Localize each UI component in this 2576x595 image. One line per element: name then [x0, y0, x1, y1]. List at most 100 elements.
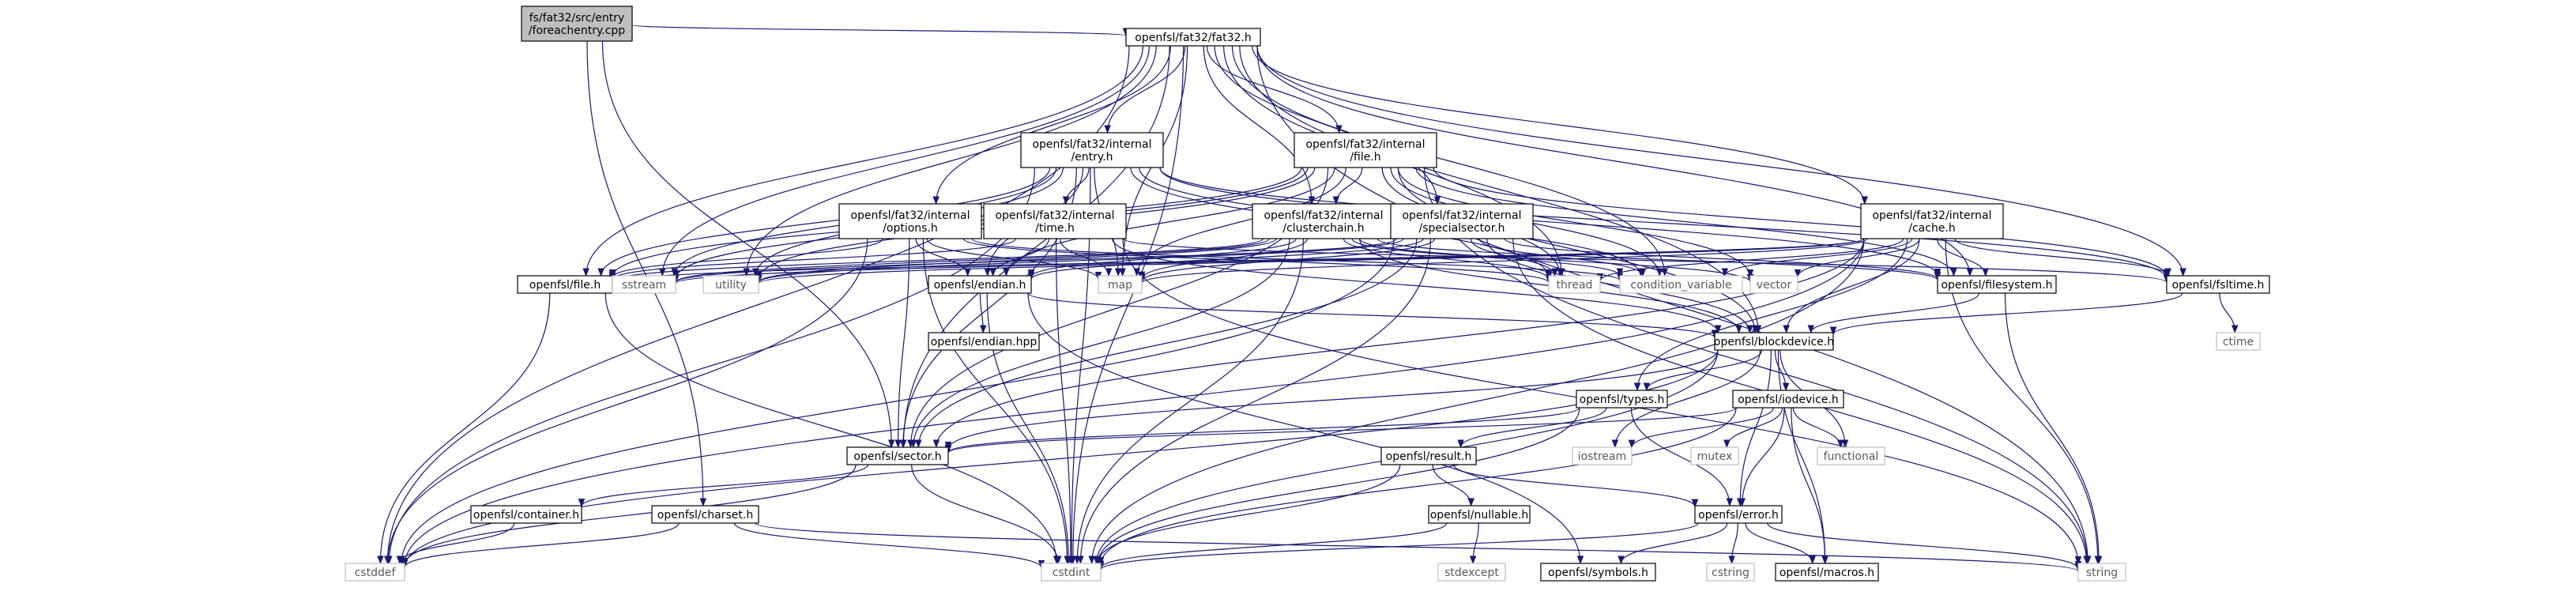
- node-endianhpp-label-0: openfsl/endian.hpp: [931, 336, 1038, 348]
- node-filesystem[interactable]: openfsl/filesystem.h: [1937, 275, 2057, 294]
- node-fat32[interactable]: openfsl/fat32/fat32.h: [1125, 28, 1261, 47]
- node-options[interactable]: openfsl/fat32/internal/options.h: [838, 203, 982, 239]
- edge-fsltime-to-blockdev: [1829, 292, 2183, 336]
- edge-charset-to-cstddef: [401, 522, 680, 569]
- edge-time-to-blockdev: [1112, 238, 1722, 334]
- node-special[interactable]: openfsl/fat32/internal/specialsector.h: [1390, 203, 1534, 239]
- edge-special-to-sector: [915, 238, 1418, 449]
- node-iodevice[interactable]: openfsl/iodevice.h: [1732, 390, 1844, 409]
- edge-blockdev-to-iostream: [1611, 349, 1761, 449]
- node-thread-label-0: thread: [1557, 279, 1593, 292]
- node-fsltime-box: [2166, 275, 2270, 294]
- edge-error-to-macros: [1745, 522, 1816, 565]
- edge-cchain-to-utility: [755, 238, 1277, 284]
- node-types[interactable]: openfsl/types.h: [1576, 390, 1668, 409]
- node-special-label-0: openfsl/fat32/internal: [1402, 209, 1521, 222]
- edge-cache-to-types: [1633, 238, 1908, 392]
- node-blockdev[interactable]: openfsl/blockdevice.h: [1714, 332, 1834, 351]
- node-nullable-box: [1428, 505, 1531, 524]
- node-ctime: ctime: [2216, 332, 2261, 351]
- edge-special-to-endian: [1027, 238, 1424, 281]
- node-cache-label-0: openfsl/fat32/internal: [1872, 209, 1991, 222]
- edge-error-to-string: [1767, 522, 2082, 570]
- edge-cache-to-cstdint: [1088, 238, 1865, 565]
- edge-types-to-cstdint: [1094, 407, 1580, 565]
- node-container-label-0: openfsl/container.h: [473, 509, 579, 522]
- edge-endian-to-endianhpp: [979, 292, 987, 334]
- node-ctime-box: [2216, 332, 2261, 351]
- node-cache-label-1: /cache.h: [1908, 222, 1956, 235]
- edge-time-to-cstdint: [1056, 238, 1075, 565]
- edge-blockdev-to-macros: [1777, 349, 1828, 565]
- node-root[interactable]: fs/fat32/src/entry/foreachentry.cpp: [521, 6, 633, 42]
- edge-fat32-to-cchain: [1203, 45, 1316, 205]
- edge-iodevice-to-iostream: [1628, 407, 1774, 449]
- edge-iodevice-to-functional: [1792, 407, 1844, 449]
- node-symbols[interactable]: openfsl/symbols.h: [1540, 563, 1656, 582]
- edge-iodevice-to-sector: [945, 407, 1737, 454]
- edge-cache-to-cstddef: [401, 238, 1865, 567]
- node-stdexcept-label-0: stdexcept: [1444, 567, 1499, 579]
- node-charset[interactable]: openfsl/charset.h: [651, 505, 759, 524]
- edge-special-to-cstdint: [1077, 238, 1431, 565]
- node-condvar: condition_variable: [1619, 275, 1743, 294]
- node-mutex-box: [1690, 446, 1739, 465]
- node-cchain[interactable]: openfsl/fat32/internal/clusterchain.h: [1252, 203, 1395, 239]
- node-sstream-label-0: sstream: [622, 279, 666, 292]
- edge-cchain-to-sector: [910, 238, 1290, 449]
- node-map-box: [1098, 275, 1143, 294]
- node-fsltime-label-0: openfsl/fsltime.h: [2172, 279, 2265, 292]
- node-fat32-label-0: openfsl/fat32/fat32.h: [1135, 32, 1251, 44]
- node-endian[interactable]: openfsl/endian.h: [928, 275, 1032, 294]
- node-ifile[interactable]: openfsl/fat32/internal/file.h: [1294, 132, 1437, 168]
- edge-fat32-to-options: [932, 45, 1171, 205]
- node-types-box: [1576, 390, 1668, 409]
- node-fsltime[interactable]: openfsl/fsltime.h: [2166, 275, 2270, 294]
- node-string-box: [2077, 563, 2126, 582]
- node-time-box: [983, 203, 1127, 239]
- node-entry[interactable]: openfsl/fat32/internal/entry.h: [1020, 132, 1164, 168]
- node-special-box: [1390, 203, 1534, 239]
- node-nullable[interactable]: openfsl/nullable.h: [1428, 505, 1531, 524]
- node-sector[interactable]: openfsl/sector.h: [846, 446, 949, 465]
- node-endianhpp[interactable]: openfsl/endian.hpp: [928, 332, 1040, 351]
- edge-ifile-to-string: [1424, 167, 2091, 565]
- node-result-box: [1380, 446, 1477, 465]
- node-ifile-label-0: openfsl/fat32/internal: [1305, 138, 1425, 151]
- edge-entry-to-filesystem: [1159, 167, 1941, 277]
- edge-blockdev-to-cstddef: [401, 349, 1719, 568]
- node-map: map: [1098, 275, 1143, 294]
- node-file[interactable]: openfsl/file.h: [517, 275, 613, 294]
- node-filesystem-box: [1937, 275, 2057, 294]
- node-blockdev-label-0: openfsl/blockdevice.h: [1714, 336, 1834, 348]
- edge-cache-to-thread: [1596, 238, 1904, 282]
- node-cache[interactable]: openfsl/fat32/internal/cache.h: [1860, 203, 2004, 239]
- node-cstdint-box: [1041, 563, 1102, 582]
- node-result[interactable]: openfsl/result.h: [1380, 446, 1477, 465]
- edge-cache-to-vector: [1794, 238, 1920, 278]
- edge-blockdev-to-sector: [944, 349, 1719, 450]
- edge-cchain-to-filesystem: [1377, 238, 1941, 281]
- node-nullable-label-0: openfsl/nullable.h: [1430, 509, 1529, 522]
- edge-nullable-to-cstdint: [1097, 522, 1448, 570]
- node-condvar-label-0: condition_variable: [1630, 279, 1731, 292]
- edge-entry-to-cstddef: [386, 167, 1035, 565]
- node-sstream-box: [612, 275, 676, 294]
- node-error[interactable]: openfsl/error.h: [1694, 505, 1783, 524]
- edge-fsltime-to-ctime: [2219, 292, 2239, 334]
- node-functional: functional: [1817, 446, 1885, 465]
- node-time[interactable]: openfsl/fat32/internal/time.h: [983, 203, 1127, 239]
- edge-special-to-filesystem: [1504, 238, 1941, 281]
- node-cstddef-label-0: cstddef: [355, 567, 397, 579]
- edge-blockdev-to-types: [1643, 349, 1763, 392]
- edge-types-to-error: [1630, 407, 1734, 507]
- node-utility-box: [702, 275, 759, 294]
- node-container[interactable]: openfsl/container.h: [470, 505, 582, 524]
- edge-endian-to-blockdev: [1027, 292, 1719, 339]
- node-sstream: sstream: [612, 275, 676, 294]
- node-macros[interactable]: openfsl/macros.h: [1775, 563, 1879, 582]
- edge-filesystem-to-string: [2005, 292, 2103, 565]
- edge-sector-to-cstdint: [911, 464, 1062, 565]
- edge-ifile-to-cchain: [1332, 167, 1363, 205]
